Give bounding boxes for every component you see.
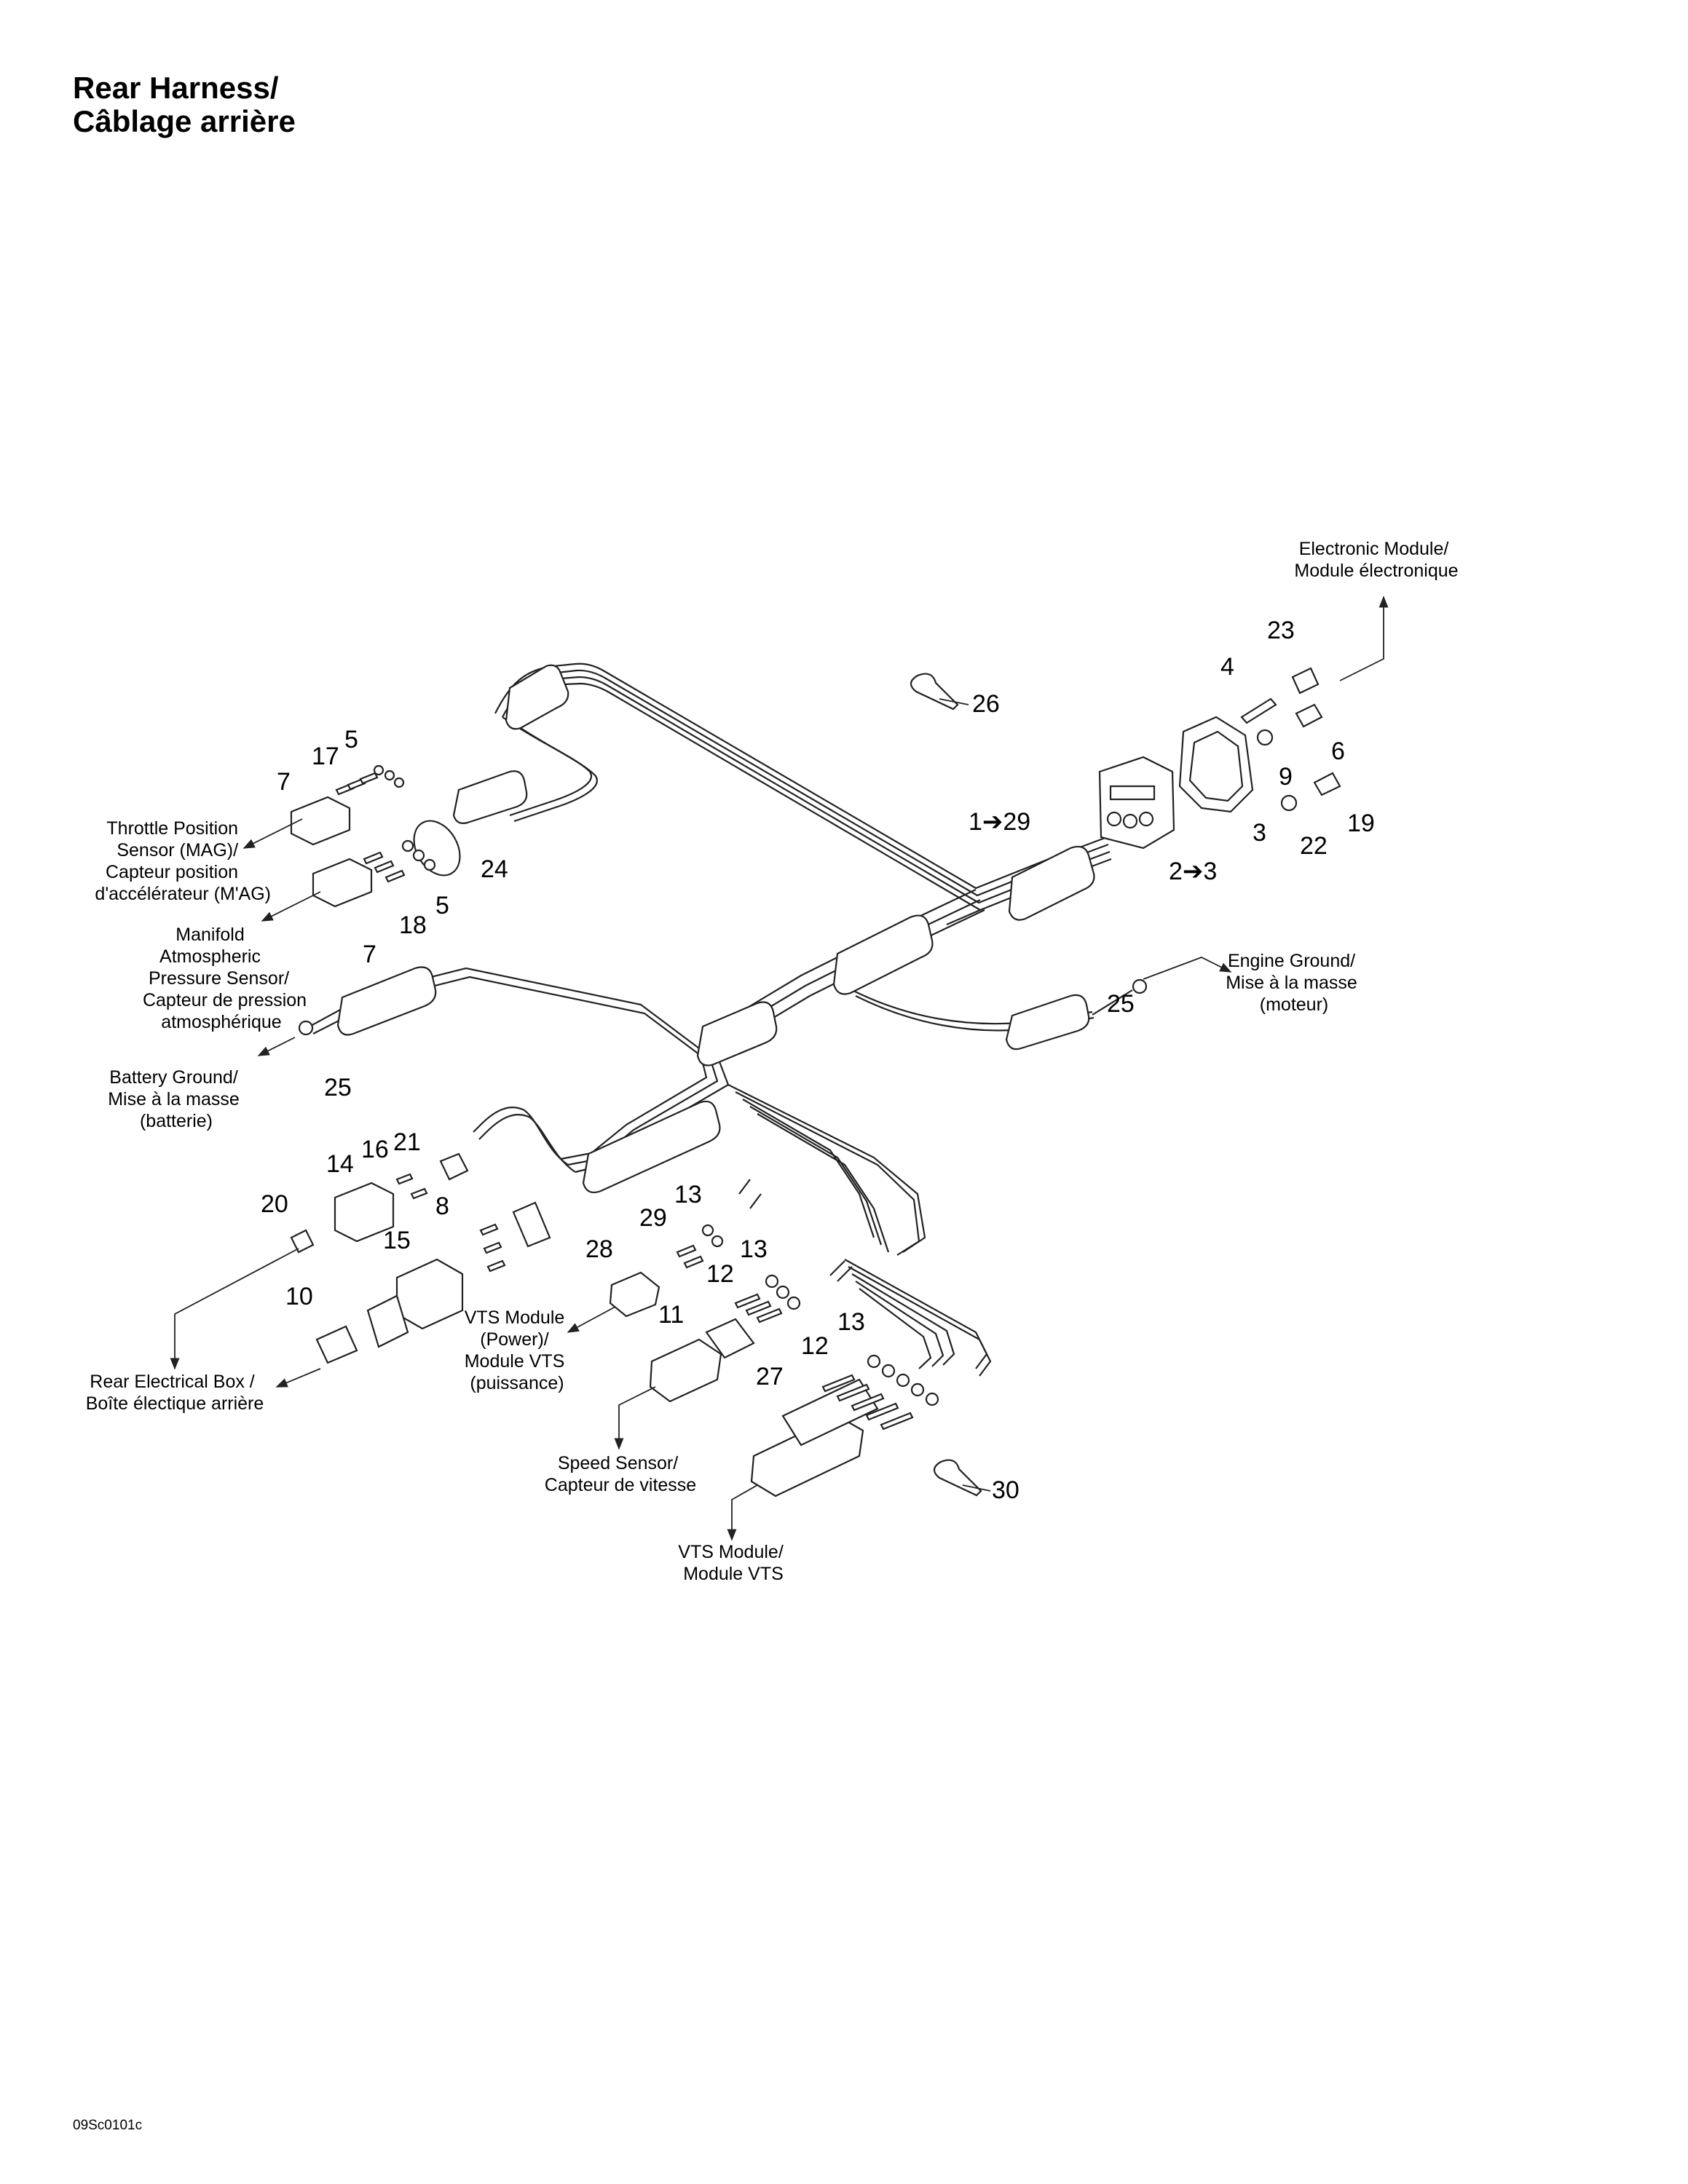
callout-2: 2➔3 (1169, 858, 1217, 885)
callout-21: 21 (393, 1128, 421, 1156)
callout-8: 8 (435, 1192, 449, 1220)
callout-23: 23 (1267, 617, 1295, 644)
caption-vts-module-power: VTS Module (Power)/ Module VTS (puissanc… (465, 1307, 570, 1393)
callout-12-upper: 12 (706, 1260, 734, 1288)
callout-29: 29 (639, 1204, 667, 1232)
callout-25-battery: 25 (324, 1074, 352, 1101)
callout-17: 17 (312, 743, 339, 770)
callout-6: 6 (1331, 737, 1345, 765)
caption-throttle-position-sensor: Throttle Position Sensor (MAG)/ Capteur … (95, 818, 271, 904)
callout-10: 10 (285, 1283, 313, 1310)
harness-sleeves (336, 664, 1095, 1194)
callout-16: 16 (361, 1136, 389, 1163)
callout-9: 9 (1279, 763, 1293, 791)
cable-tie-part-30 (933, 1459, 982, 1497)
callout-numbers: 1➔29 2➔3 3 4 5 5 6 7 7 8 9 10 11 12 12 1… (261, 617, 1375, 1504)
callout-7-lower: 7 (363, 941, 376, 968)
caption-engine-ground: Engine Ground/ Mise à la masse (moteur) (1226, 951, 1362, 1015)
callout-19: 19 (1347, 810, 1375, 837)
title-line-english: Rear Harness/ (73, 71, 279, 105)
callout-25-engine: 25 (1107, 990, 1135, 1018)
callout-20: 20 (261, 1190, 288, 1218)
callout-7-upper: 7 (277, 768, 291, 796)
callout-1: 1➔29 (969, 808, 1030, 836)
cable-tie-part-26 (910, 673, 959, 711)
callout-13-bottom: 13 (837, 1308, 865, 1336)
caption-rear-electrical-box: Rear Electrical Box / Boîte électique ar… (86, 1372, 264, 1414)
pins-group-left (335, 764, 436, 883)
caption-electronic-module: Electronic Module/ Module électronique (1294, 539, 1458, 581)
callout-11: 11 (658, 1301, 684, 1329)
callout-28: 28 (585, 1235, 613, 1263)
callout-24: 24 (481, 855, 508, 883)
callout-15: 15 (383, 1227, 411, 1254)
caption-speed-sensor: Speed Sensor/ Capteur de vitesse (545, 1453, 696, 1495)
caption-battery-ground: Battery Ground/ Mise à la masse (batteri… (108, 1067, 245, 1131)
callout-14: 14 (326, 1150, 354, 1178)
callout-5-lower: 5 (435, 892, 449, 919)
callout-22: 22 (1300, 832, 1328, 860)
callout-12-lower: 12 (801, 1332, 829, 1360)
callout-27: 27 (756, 1363, 784, 1390)
figure-code: 09Sc0101c (73, 2118, 142, 2133)
callout-13-middle: 13 (740, 1235, 768, 1263)
captions: Electronic Module/ Module électronique T… (86, 539, 1459, 1584)
caption-manifold-pressure-sensor: Manifold Atmospheric Pressure Sensor/ Ca… (143, 925, 312, 1032)
callout-13-top: 13 (674, 1181, 702, 1208)
module-connector-part-2 (1098, 756, 1175, 850)
title-line-french: Câblage arrière (73, 104, 296, 138)
callout-3: 3 (1253, 819, 1266, 847)
callout-4: 4 (1220, 653, 1234, 681)
page-title: Rear Harness/ Câblage arrière (73, 71, 296, 138)
callout-5-upper: 5 (344, 726, 358, 753)
leader-lines (170, 596, 1389, 1541)
harness-parts (290, 667, 1341, 1497)
caption-vts-module: VTS Module/ Module VTS (678, 1542, 788, 1584)
callout-26: 26 (972, 690, 1000, 718)
callout-30: 30 (992, 1476, 1019, 1504)
callout-18: 18 (399, 911, 427, 939)
